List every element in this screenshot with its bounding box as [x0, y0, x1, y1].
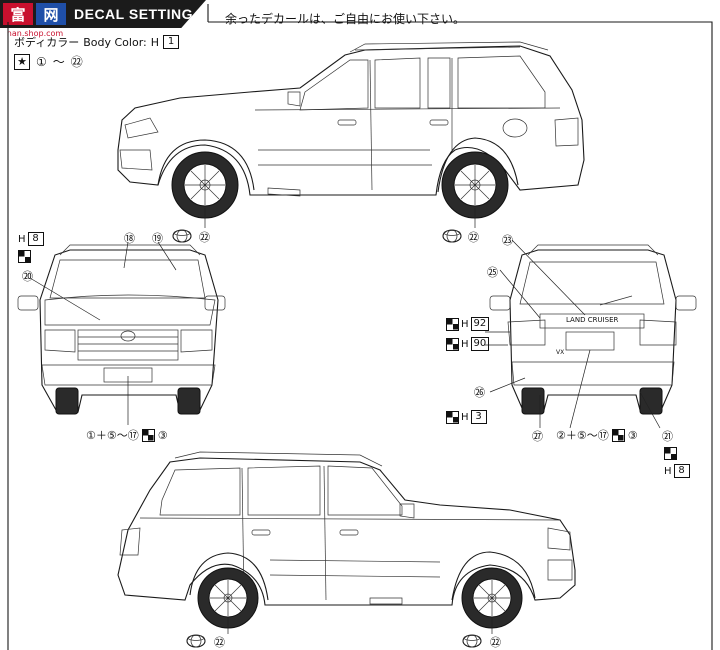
rear-h92-value: 92: [470, 317, 490, 331]
checker-decal-icon: [141, 428, 155, 442]
front-view: [17, 241, 226, 425]
toyota-emblem-icon: [462, 634, 482, 648]
front-h8-prefix: H: [18, 233, 26, 245]
toyota-emblem-icon: [442, 229, 462, 243]
rear-h90-prefix: H: [461, 338, 469, 350]
body-color-code-prefix: H: [150, 35, 160, 49]
rear-h8-value: 8: [673, 464, 690, 478]
rear-h90-code: H 90: [446, 337, 490, 351]
checker-decal-icon: [611, 428, 625, 442]
callout-23: ㉓: [502, 234, 513, 247]
rear-h3-prefix: H: [461, 411, 469, 423]
callout-22-rear: ㉒: [468, 231, 479, 244]
svg-text:nan.shop.com: nan.shop.com: [7, 29, 64, 38]
rear-formula-text: ②＋⑤〜⑰: [556, 429, 609, 442]
toyota-emblem-icon: [172, 229, 192, 243]
front-formula-text: ①＋⑤〜⑰: [86, 429, 139, 442]
rear-h92-code: H 92: [446, 317, 490, 331]
toyota-emblem-icon: [186, 634, 206, 648]
side-view-bottom: [117, 451, 576, 629]
checker-decal-icon: [446, 410, 459, 424]
callout-19: ⑲: [152, 232, 163, 245]
star-range-from: ①: [36, 54, 47, 69]
callout-26: ㉖: [474, 386, 485, 399]
star-range-sep: 〜: [52, 55, 65, 69]
star-range-line: ★ ① 〜 ㉒: [14, 53, 83, 70]
rear-view: [485, 239, 697, 429]
body-color-code: 1: [163, 35, 180, 49]
rear-h3-code: H 3: [446, 410, 487, 424]
plate-text: LAND CRUISER: [566, 316, 619, 324]
svg-text:网: 网: [43, 6, 58, 24]
rear-formula-end: ③: [627, 428, 638, 442]
rear-formula: ②＋⑤〜⑰ ③: [556, 427, 638, 443]
checker-decal-icon: [446, 337, 459, 351]
checker-decal-icon: [446, 317, 459, 331]
body-color-label-en: Body Color:: [83, 35, 147, 49]
star-range-to: ㉒: [70, 55, 83, 69]
rear-h3-value: 3: [470, 410, 487, 424]
callout-22-bottom-rear: ㉒: [490, 636, 501, 649]
star-icon: ★: [14, 53, 30, 70]
watermark-logo: 富 网 nan.shop.com: [3, 3, 66, 38]
page-title: DECAL SETTING: [74, 6, 194, 22]
rear-h90-value: 90: [470, 337, 490, 351]
rear-h92-prefix: H: [461, 318, 469, 330]
checker-decal-icon: [18, 250, 31, 263]
body-color-label: ボディカラー: [14, 36, 80, 49]
callout-21: ㉑: [662, 430, 673, 443]
rear-h8-prefix: H: [664, 465, 672, 477]
front-h8-code: H 8: [18, 232, 44, 246]
callout-20: ⑳: [22, 270, 33, 283]
side-view-top: [117, 41, 585, 219]
callout-22-front: ㉒: [199, 231, 210, 244]
title-bar: DECAL SETTING: [0, 0, 206, 28]
front-formula: ①＋⑤〜⑰ ③: [86, 427, 168, 443]
body-color-line: ボディカラー Body Color: H 1: [14, 34, 180, 50]
callout-27: ㉗: [532, 430, 543, 443]
callout-25: ㉕: [487, 266, 498, 279]
front-formula-end: ③: [157, 428, 168, 442]
frame-line: [207, 4, 713, 650]
checker-decal-icon: [664, 447, 677, 460]
svg-text:富: 富: [10, 6, 25, 24]
callout-22-bottom-front: ㉒: [214, 636, 225, 649]
front-h8-value: 8: [27, 232, 44, 246]
callout-18: ⑱: [124, 232, 135, 245]
rear-h8-code: H 8: [664, 464, 690, 478]
badge-text: VX: [556, 349, 565, 356]
